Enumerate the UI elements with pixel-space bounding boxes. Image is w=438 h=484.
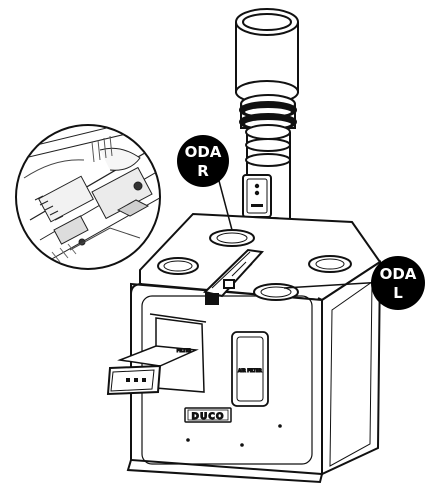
brand-logo: DUCO: [184, 407, 232, 423]
magnified-detail: [15, 124, 161, 270]
port-oda-r: [209, 229, 255, 247]
unit-housing: [126, 212, 382, 484]
brand-logo-text: DUCO: [191, 412, 224, 422]
callout-oda-r-line1: ODA: [185, 143, 222, 161]
callout-oda-r: ODA R: [177, 135, 233, 231]
inserted-filter-label: FILTER: [177, 348, 192, 353]
port-top-left: [157, 257, 199, 275]
port-right: [308, 255, 352, 273]
callout-oda-r-line2: R: [197, 162, 209, 180]
callout-oda-l-line1: ODA: [380, 265, 417, 283]
callout-oda-l-line2: L: [393, 284, 403, 302]
unit-front-details: FILTER AIR FILTER DUCO: [106, 313, 282, 447]
callout-oda-l: ODA L: [283, 256, 425, 310]
air-filter-label: AIR FILTER: [238, 368, 262, 373]
callout-oda-r-badge: [177, 135, 229, 187]
port-oda-l: [253, 283, 299, 301]
callout-oda-l-badge: [371, 256, 425, 310]
